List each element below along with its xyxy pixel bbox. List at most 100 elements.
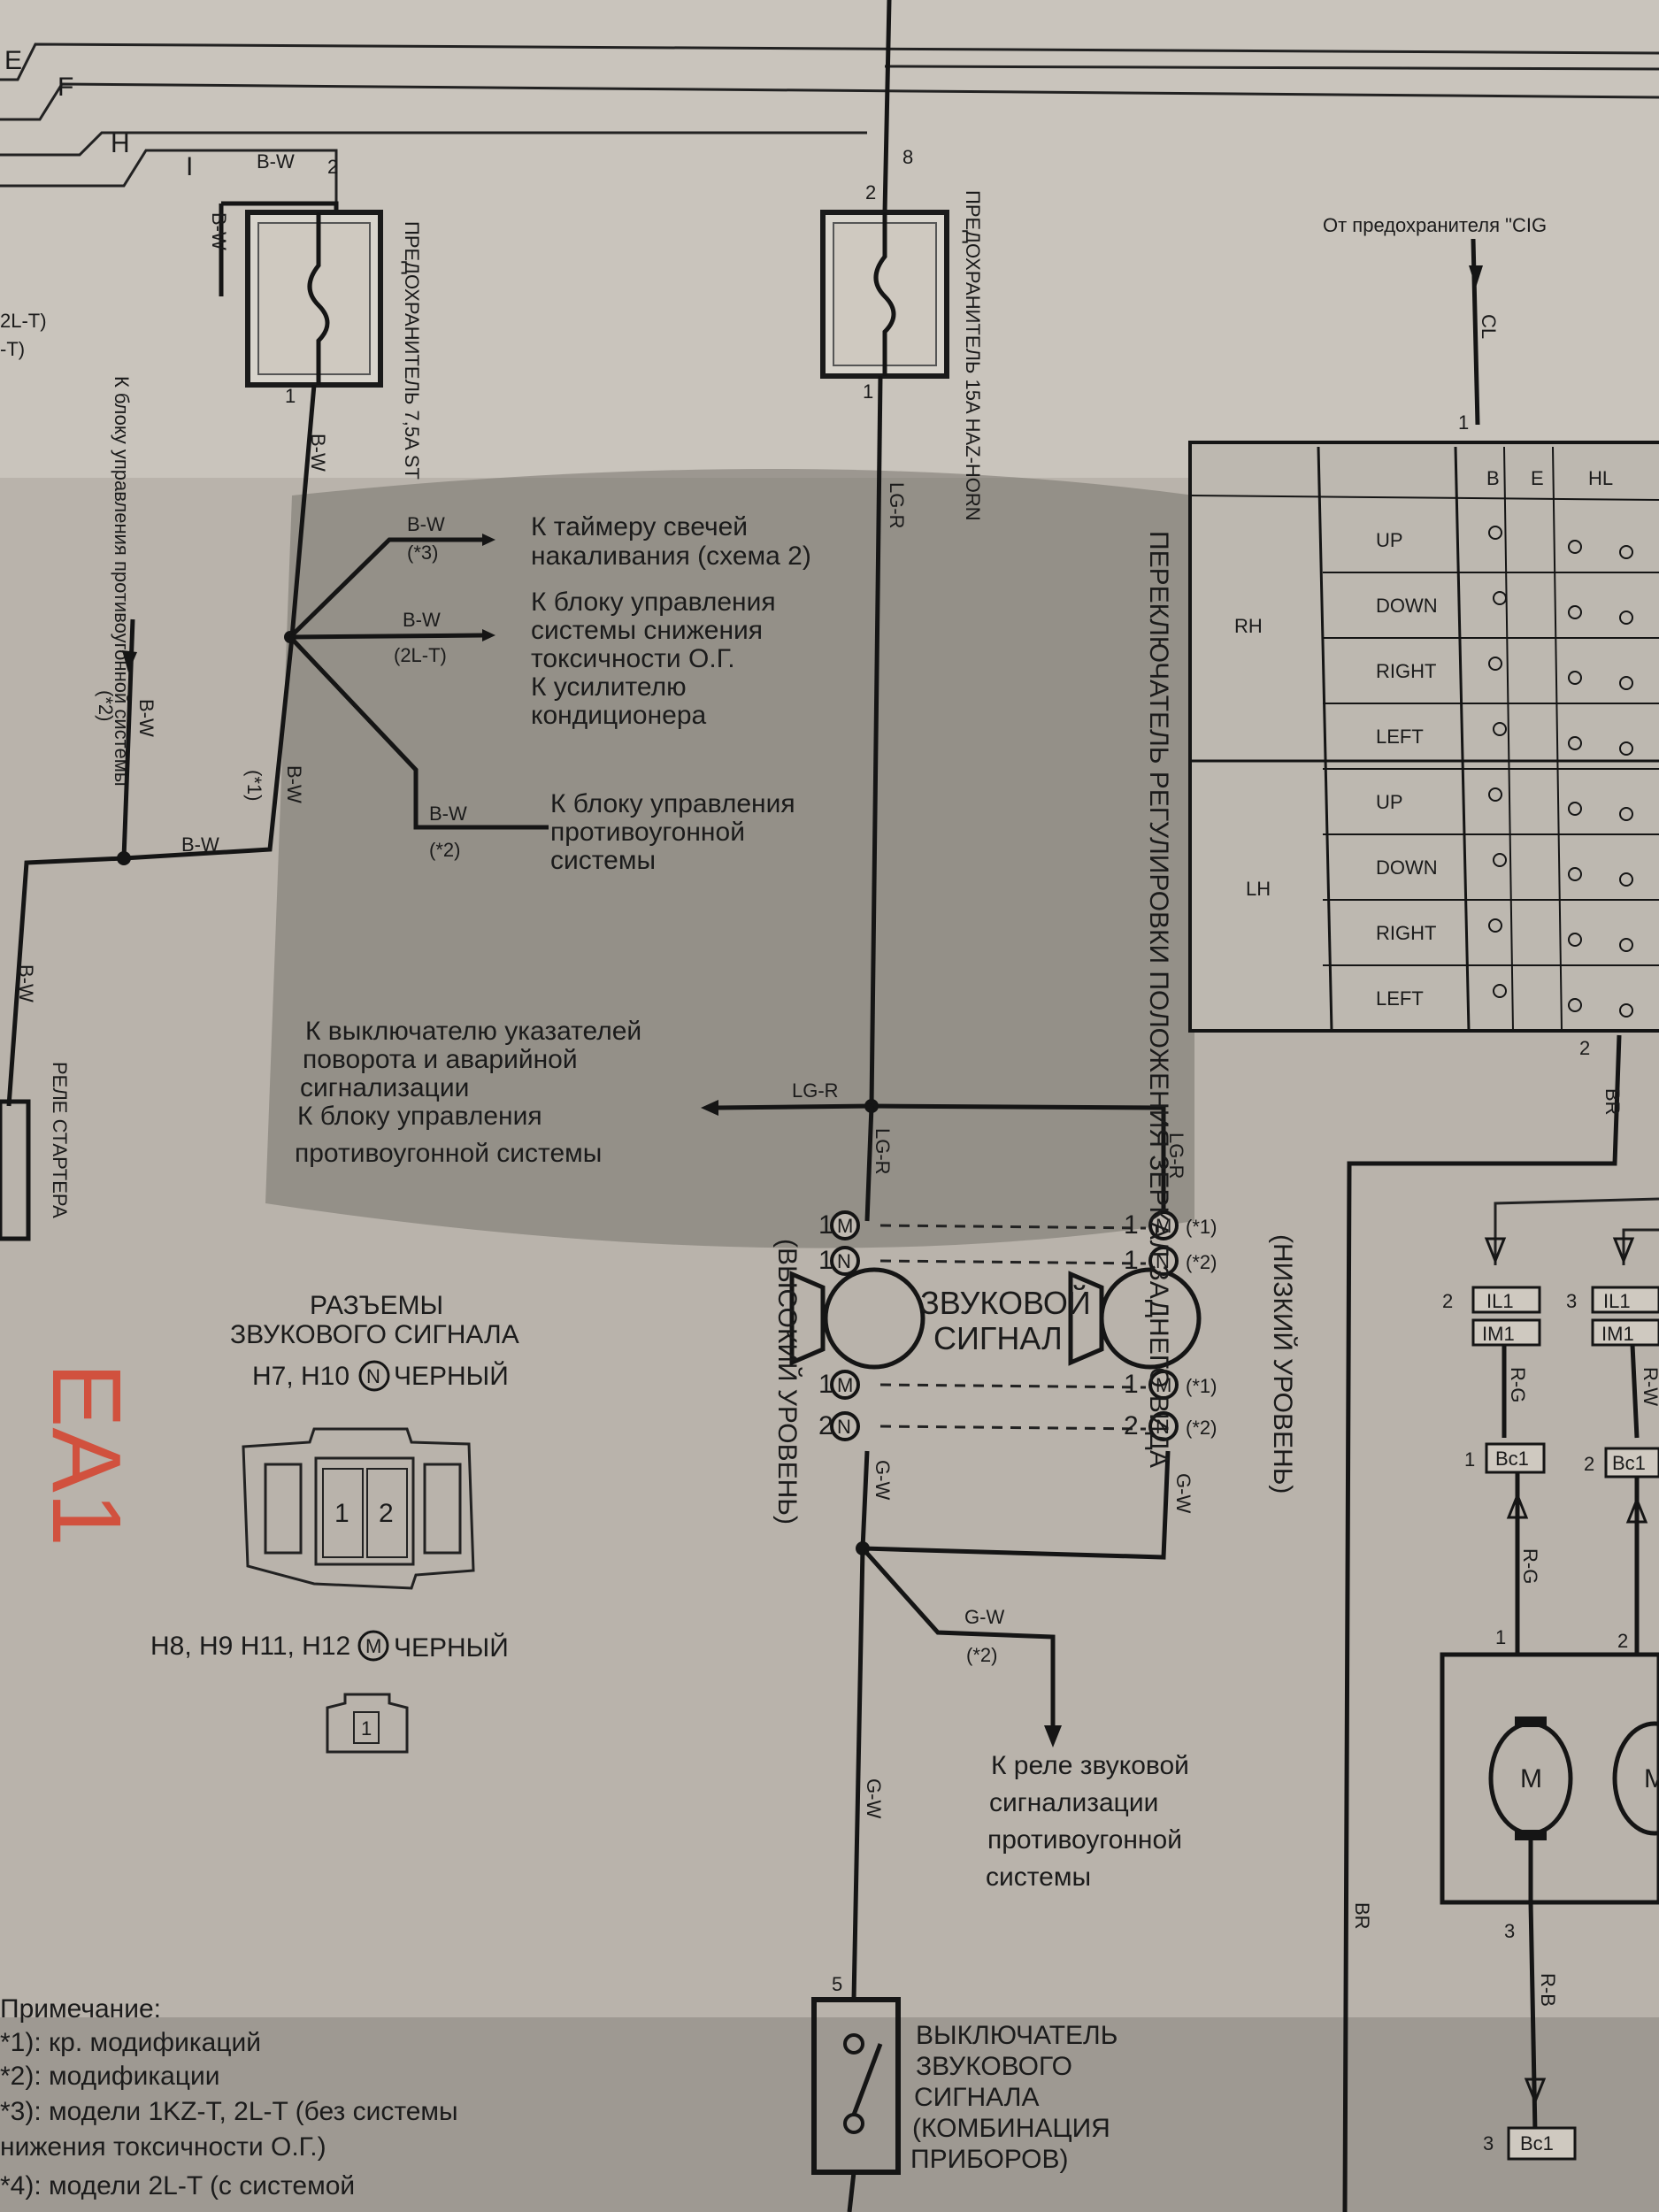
- horn-switch-text-3: СИГНАЛА: [914, 2083, 1040, 2112]
- starter-relay-label: РЕЛЕ СТАРТЕРА: [49, 1062, 71, 1218]
- horn-relay-text-2: сигнализации: [989, 1788, 1158, 1817]
- motor-pin-2: 2: [1617, 1630, 1628, 1652]
- mirror-contact-e: [1568, 540, 1582, 554]
- mirror-contact-e: [1568, 802, 1582, 816]
- horn-pin-number-left-3: 1: [818, 1370, 833, 1399]
- mirror-contact-hl: [1619, 1003, 1633, 1018]
- fuse-left: B-W 2 1 ПРЕДОХРАНИТЕЛЬ 7,5A ST B-W: [208, 150, 423, 480]
- branch-2-note: (2L-T): [394, 644, 447, 666]
- mirror-contact-hl: [1619, 741, 1633, 756]
- horn-title-1: ЗВУКОВОЙ: [920, 1284, 1091, 1321]
- mirror-contact-e: [1568, 671, 1582, 685]
- connectors-row2-color: ЧЕРНЫЙ: [394, 1632, 509, 1663]
- horn-wire-in-left: LG-R: [872, 1128, 894, 1175]
- mirror-contact-b: [1493, 853, 1507, 867]
- fuse-center-pin-bottom: 1: [863, 380, 873, 403]
- connectors-row2-codes: H8, H9 H11, H12: [150, 1632, 350, 1661]
- horn-pin-circle-right-1: [1148, 1210, 1179, 1240]
- mirror-group-lh: LH: [1246, 878, 1271, 900]
- horn-pin-tag-right-3: M: [1156, 1374, 1171, 1396]
- branch-2-text-1: К блоку управления: [531, 588, 776, 617]
- connectors-title-2: ЗВУКОВОГО СИГНАЛА: [230, 1320, 519, 1349]
- mirror-row-lh-left: LEFT: [1376, 987, 1424, 1010]
- branch-1-wire: B-W: [407, 513, 445, 535]
- horn-pin-circle-left-1: [830, 1210, 860, 1240]
- mirror-pin-2: 2: [1579, 1037, 1590, 1059]
- notes-line-2: *2): модификации: [0, 2062, 220, 2091]
- connectors-row1-codes: H7, H10: [252, 1362, 349, 1391]
- horn-pin-number-right-4: 2: [1124, 1411, 1139, 1440]
- branch-3-text-1: К блоку управления: [550, 789, 795, 818]
- conn-top-label-b: IL1: [1603, 1290, 1631, 1312]
- bus-wire-b: B-W: [283, 765, 305, 803]
- horn-pin-tag-left-3: M: [837, 1374, 853, 1396]
- horn-low: (НИЗКИЙ УРОВЕНЬ): [1268, 1234, 1298, 1494]
- horn-pin-note-3: (*1): [1186, 1375, 1217, 1397]
- connectors-row2-tag: M: [365, 1635, 381, 1657]
- mirror-row-lh-down: DOWN: [1376, 856, 1438, 879]
- mirror-contact-e: [1568, 933, 1582, 947]
- horn-pin-number-right-3: 1: [1124, 1370, 1139, 1399]
- lgr-text-1: К выключателю указателей: [305, 1017, 641, 1046]
- branch-1-note: (*3): [407, 541, 438, 564]
- horn-pin-note-2: (*2): [1186, 1251, 1217, 1273]
- horn-pin-circle-right-2: [1148, 1246, 1179, 1276]
- horn-switch-text-1: ВЫКЛЮЧАТЕЛЬ: [916, 2021, 1118, 2050]
- horn-pin-circle-right-3: [1148, 1370, 1179, 1400]
- fuse-left-label: ПРЕДОХРАНИТЕЛЬ 7,5A ST: [401, 221, 423, 480]
- mirror-vertical-title: ПЕРЕКЛЮЧАТЕЛЬ РЕГУЛИРОВКИ ПОЛОЖЕНИЯ ЗЕРК…: [1144, 531, 1173, 1468]
- horn-relay-note: (*2): [966, 1644, 997, 1666]
- mirror-col-b: B: [1486, 467, 1500, 489]
- fuse-left-wire-top: B-W: [257, 150, 295, 173]
- connectors-title-1: РАЗЪЕМЫ: [310, 1291, 443, 1320]
- mirror-contact-hl: [1619, 676, 1633, 690]
- horn-wire-out-left: G-W: [872, 1460, 894, 1500]
- bc-b-pin: 2: [1584, 1453, 1594, 1475]
- letter-h: H: [111, 129, 130, 158]
- horn-pin-tag-left-4: N: [837, 1416, 851, 1438]
- mirror-contact-hl: [1619, 545, 1633, 559]
- mirror-contact-b: [1488, 918, 1502, 933]
- mirror-wire-rg: R-G: [1507, 1367, 1529, 1402]
- motor-pin-1: 1: [1495, 1626, 1506, 1648]
- mirror-contact-hl: [1619, 807, 1633, 821]
- notes-line-5: *4): модели 2L-T (с системой: [0, 2171, 355, 2200]
- horn-switch-pin: 5: [832, 1973, 842, 1995]
- bc-a-label: Bc1: [1495, 1448, 1529, 1470]
- mirror-pin-top: 1: [1458, 411, 1469, 434]
- motor-label-b: M: [1644, 1764, 1659, 1793]
- mirror-contact-e: [1568, 998, 1582, 1012]
- mirror-source-wire: CL: [1478, 314, 1500, 339]
- mirror-row-rh-up: UP: [1376, 529, 1403, 551]
- horn-relay-text-1: К реле звуковой: [991, 1751, 1189, 1780]
- connectors-row1-color: ЧЕРНЫЙ: [394, 1361, 509, 1391]
- mirror-contact-b: [1493, 984, 1507, 998]
- horn-pin-circle-right-4: [1148, 1411, 1179, 1441]
- mirror-contact-b: [1488, 657, 1502, 671]
- bus-bottom-wire: B-W: [181, 833, 219, 856]
- connector-single-pin: 1: [361, 1717, 372, 1740]
- horn-pin-tag-right-1: M: [1156, 1215, 1171, 1237]
- notes-line-4: нижения токсичности О.Г.): [0, 2132, 326, 2162]
- horn-pin-number-left-2: 1: [818, 1246, 833, 1275]
- left-edge-label-2: -T): [0, 338, 25, 360]
- bc-b-label: Bc1: [1612, 1452, 1646, 1474]
- fuse-center-pin-top: 2: [865, 181, 876, 204]
- notes-heading: Примечание:: [0, 1994, 161, 2024]
- branch-3-note: (*2): [429, 839, 460, 861]
- horn-pin-note-1: (*1): [1186, 1216, 1217, 1238]
- branch-1-text-1: К таймеру свечей: [531, 512, 748, 541]
- horn-pin-number-left-4: 2: [818, 1411, 833, 1440]
- fuse-center-wire-down: LG-R: [886, 482, 908, 529]
- horn-pin-tag-left-2: N: [837, 1250, 851, 1272]
- mirror-contact-e: [1568, 867, 1582, 881]
- fuse-left-pin-top: 2: [327, 156, 338, 178]
- connector-pin-1: 1: [334, 1499, 349, 1528]
- letter-e: E: [4, 46, 22, 75]
- mirror-pin-3: 3: [1504, 1920, 1515, 1942]
- mirror-contact-b: [1488, 526, 1502, 540]
- bus-wire-a: B-W: [135, 699, 157, 737]
- lgr-text-5: противоугонной системы: [295, 1139, 602, 1168]
